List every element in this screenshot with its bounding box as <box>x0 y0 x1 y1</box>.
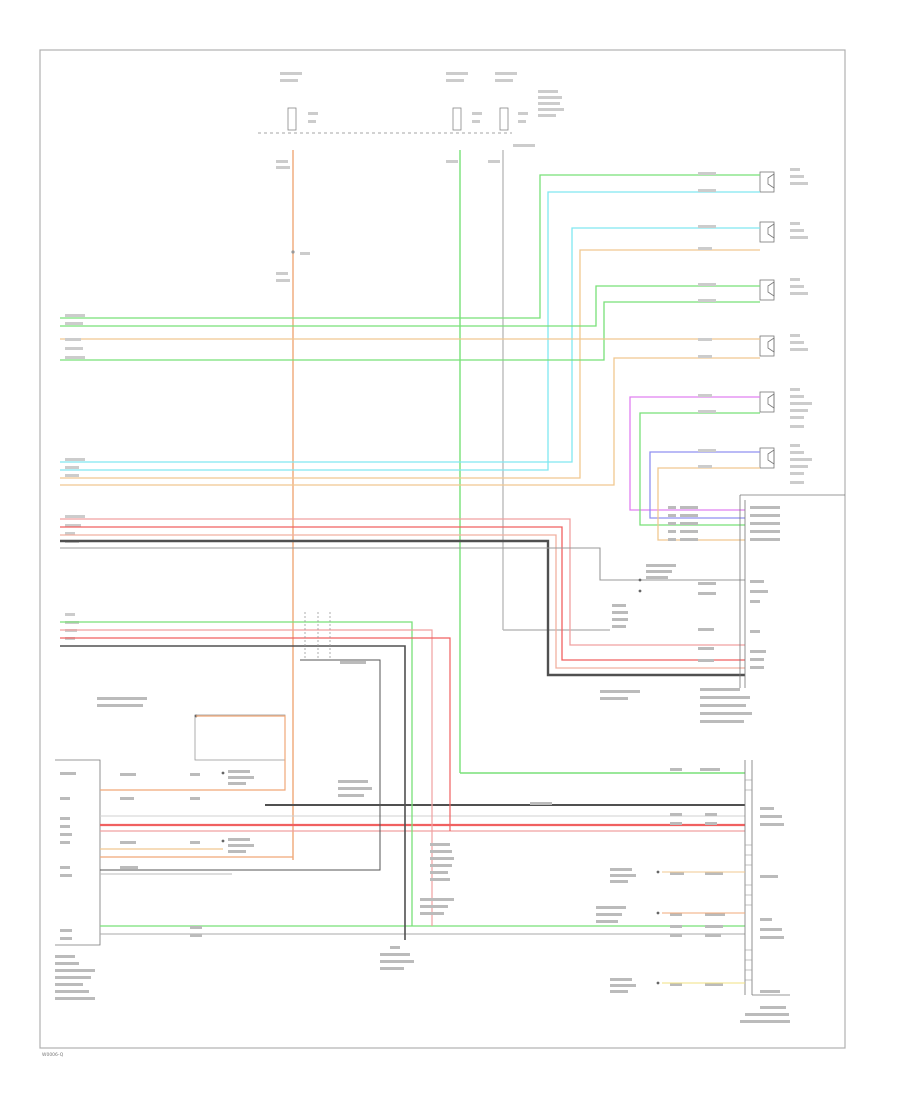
amplifier-pins <box>600 506 780 723</box>
speaker-wiring <box>60 174 760 541</box>
speaker-icon <box>759 171 775 469</box>
lower-labels <box>190 661 790 1023</box>
lower-connectors <box>304 612 331 660</box>
footer-code: W0006-Q <box>42 1052 64 1058</box>
main-module <box>744 760 790 996</box>
fuse-labels <box>280 72 564 147</box>
speaker-labels <box>790 168 812 484</box>
power-feeds <box>292 150 745 860</box>
radio-pins <box>55 697 254 1000</box>
wire-labels-right <box>698 172 716 468</box>
diagram-frame <box>39 49 846 1049</box>
harness-bundle <box>60 518 745 677</box>
amplifier-module <box>739 494 845 688</box>
fuse-block <box>258 107 512 134</box>
stub-wires <box>662 871 745 984</box>
module-pin-ticks <box>745 779 752 981</box>
radio-module <box>55 714 286 946</box>
lower-wiring <box>60 621 745 940</box>
wire-labels-left <box>65 314 85 640</box>
